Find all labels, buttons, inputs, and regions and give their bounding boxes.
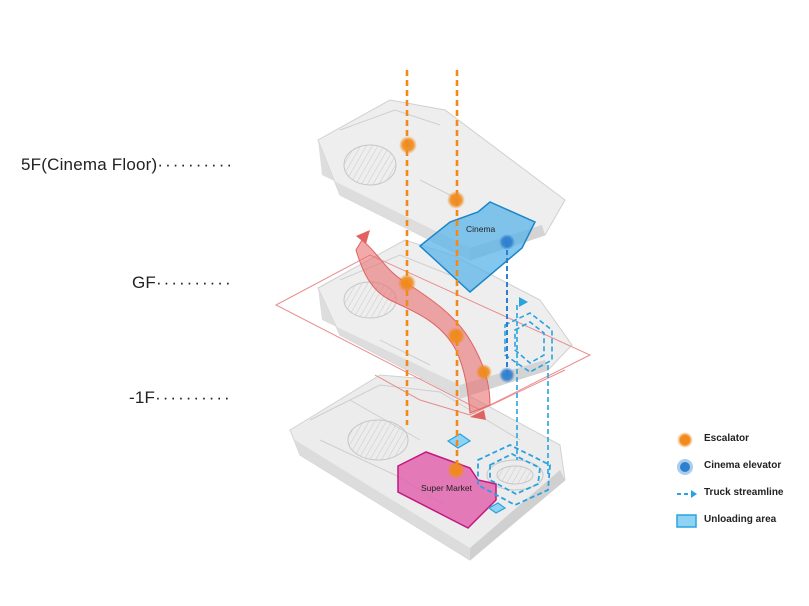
truck-streamline-icon bbox=[677, 490, 697, 498]
floor-label-5f: 5F(Cinema Floor)·········· bbox=[21, 155, 234, 175]
cinema-elevator-icon bbox=[677, 459, 693, 475]
elevator-nodes bbox=[499, 234, 515, 383]
unloading-area-icon bbox=[676, 514, 697, 528]
floor-label-gf-text: GF bbox=[132, 273, 157, 292]
super-market-label: Super Market bbox=[421, 483, 473, 493]
red-outline-gf bbox=[274, 254, 592, 411]
floor-label-5f-text: 5F(Cinema Floor) bbox=[21, 155, 158, 174]
legend-item-cinema-elevator: Cinema elevator bbox=[676, 457, 806, 484]
escalator-nodes bbox=[398, 136, 492, 479]
cinema-area: Cinema bbox=[418, 201, 537, 294]
red-outline-b1 bbox=[374, 369, 566, 416]
floor-label-b1-text: -1F bbox=[129, 388, 156, 407]
legend-item-escalator: Escalator bbox=[676, 430, 806, 457]
super-market-area: Super Market bbox=[397, 451, 497, 529]
floor-leader-gf: ·········· bbox=[156, 273, 233, 292]
cinema-label: Cinema bbox=[466, 224, 496, 234]
unloading-areas bbox=[446, 433, 507, 514]
red-arrow-bottom bbox=[470, 410, 486, 420]
floor-label-gf: GF·········· bbox=[132, 273, 233, 293]
floor-leader-5f: ·········· bbox=[157, 155, 235, 174]
legend-item-unloading-area: Unloading area bbox=[676, 511, 806, 538]
legend-label-escalator: Escalator bbox=[704, 433, 750, 444]
truck-loop-b1 bbox=[477, 444, 551, 507]
truck-vertical-links bbox=[516, 305, 549, 475]
legend: Escalator Cinema elevator Truck streamli… bbox=[676, 430, 806, 538]
red-arrow-top bbox=[356, 230, 370, 244]
legend-label-truck-streamline: Truck streamline bbox=[704, 487, 784, 498]
truck-arrow bbox=[519, 297, 528, 307]
floor-label-b1: -1F·········· bbox=[129, 388, 232, 408]
legend-label-cinema-elevator: Cinema elevator bbox=[704, 460, 782, 471]
truck-loop-gf bbox=[504, 312, 553, 373]
legend-item-truck-streamline: Truck streamline bbox=[676, 484, 806, 511]
escalator-icon bbox=[677, 432, 693, 448]
escalator-lines bbox=[405, 70, 459, 475]
legend-label-unloading-area: Unloading area bbox=[704, 514, 777, 525]
floor-leader-b1: ·········· bbox=[155, 388, 232, 407]
